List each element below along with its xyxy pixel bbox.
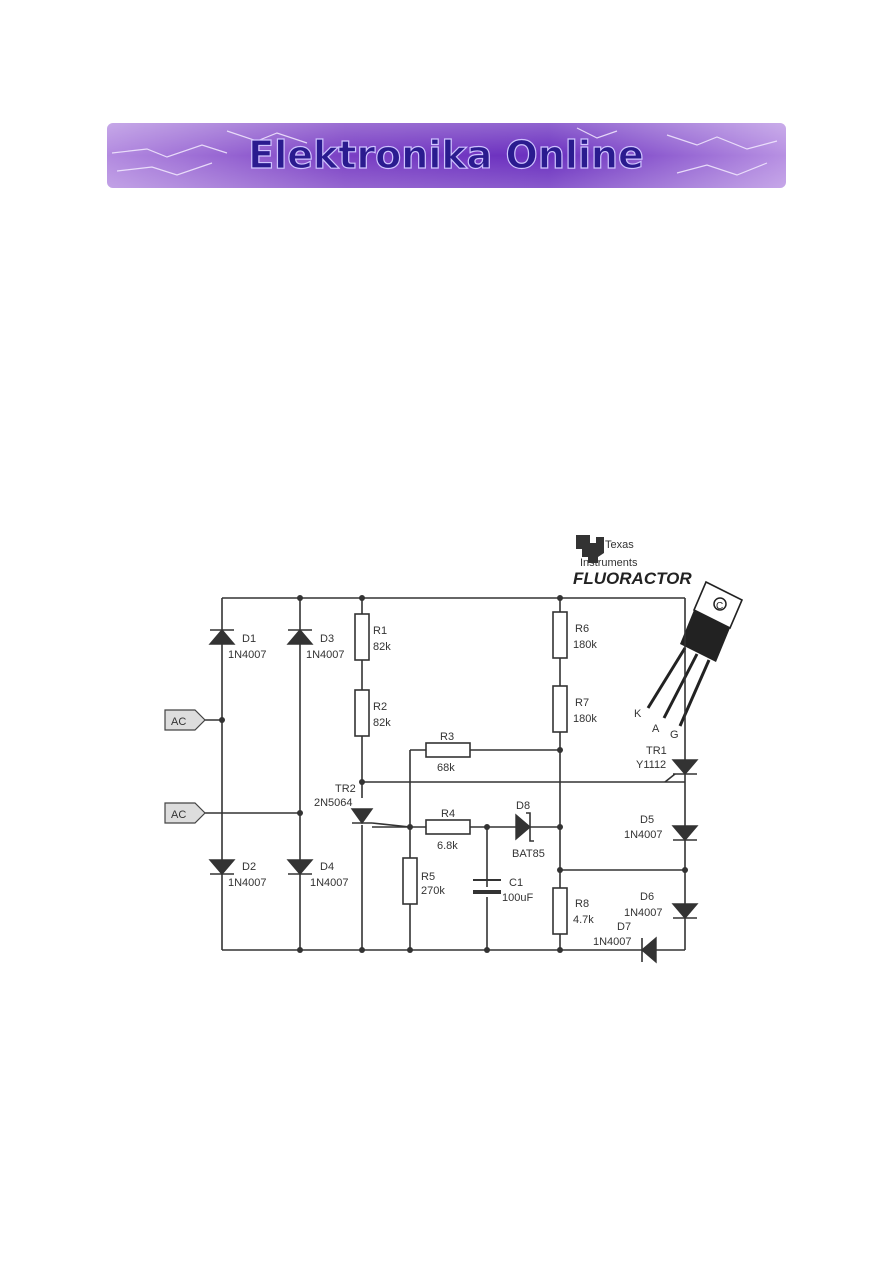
ac-terminal-top: AC (164, 709, 206, 731)
banner-title: Elektronika Online (248, 133, 644, 177)
lightning-decoration (111, 127, 778, 176)
resistor-r7: R7 180k (552, 685, 597, 733)
banner: Elektronika Online (107, 123, 786, 188)
resistor-r8: R8 4.7k (552, 887, 594, 935)
logo-line3: FLUORACTOR (573, 569, 692, 588)
ti-logo-icon (576, 535, 604, 563)
svg-text:4.7k: 4.7k (573, 914, 594, 926)
thyristor-tr2: TR2 2N5064 (314, 783, 411, 828)
svg-text:TR2: TR2 (335, 783, 356, 795)
svg-text:180k: 180k (573, 639, 597, 651)
to220-package-drawing: C K A G (634, 580, 744, 741)
banner-graphic: Elektronika Online (107, 123, 786, 188)
svg-text:1N4007: 1N4007 (593, 936, 632, 948)
resistor-r3: R3 68k (425, 731, 471, 774)
svg-text:270k: 270k (421, 885, 445, 897)
diode-d1: D1 1N4007 (208, 628, 267, 661)
svg-text:Y1112: Y1112 (636, 759, 666, 771)
svg-text:D3: D3 (320, 633, 334, 645)
pin-a-label: A (652, 723, 660, 735)
resistor-r2: R2 82k (354, 689, 391, 737)
diode-d2: D2 1N4007 (208, 859, 267, 889)
svg-text:82k: 82k (373, 717, 391, 729)
svg-text:R7: R7 (575, 697, 589, 709)
junction-dots (219, 595, 688, 953)
svg-text:R6: R6 (575, 623, 589, 635)
ac-terminal-bottom: AC (164, 802, 206, 824)
svg-text:D4: D4 (320, 861, 334, 873)
svg-text:BAT85: BAT85 (512, 848, 545, 860)
svg-text:C1: C1 (509, 877, 523, 889)
diode-d4: D4 1N4007 (286, 859, 349, 889)
svg-text:R8: R8 (575, 898, 589, 910)
svg-text:1N4007: 1N4007 (624, 829, 663, 841)
wires (205, 597, 686, 951)
diode-d8: D8 BAT85 (512, 800, 545, 860)
svg-text:AC: AC (171, 716, 186, 728)
svg-text:D2: D2 (242, 861, 256, 873)
resistor-r4: R4 6.8k (425, 808, 471, 852)
svg-text:82k: 82k (373, 641, 391, 653)
package-badge: C (716, 601, 723, 612)
resistor-r5: R5 270k (402, 857, 445, 905)
circuit-schematic: Texas Instruments FLUORACTOR C K A G (164, 535, 744, 964)
svg-text:6.8k: 6.8k (437, 840, 458, 852)
pin-g-label: G (670, 729, 679, 741)
svg-text:2N5064: 2N5064 (314, 797, 353, 809)
svg-text:R1: R1 (373, 625, 387, 637)
diode-d7: D7 1N4007 (593, 921, 657, 964)
thyristor-tr1: TR1 Y1112 (636, 745, 699, 783)
logo-line1: Texas (605, 539, 634, 551)
diode-d5: D5 1N4007 (624, 814, 699, 842)
svg-text:TR1: TR1 (646, 745, 667, 757)
svg-text:180k: 180k (573, 713, 597, 725)
capacitor-c1: C1 100uF (473, 877, 533, 904)
svg-text:R4: R4 (441, 808, 455, 820)
svg-text:1N4007: 1N4007 (310, 877, 349, 889)
svg-text:R5: R5 (421, 871, 435, 883)
diode-d3: D3 1N4007 (286, 628, 345, 661)
svg-text:1N4007: 1N4007 (228, 877, 267, 889)
svg-text:D7: D7 (617, 921, 631, 933)
diode-d6: D6 1N4007 (624, 891, 699, 920)
resistor-r6: R6 180k (552, 611, 597, 659)
svg-text:D5: D5 (640, 814, 654, 826)
svg-text:AC: AC (171, 809, 186, 821)
svg-text:100uF: 100uF (502, 892, 533, 904)
svg-text:D6: D6 (640, 891, 654, 903)
svg-text:1N4007: 1N4007 (228, 649, 267, 661)
svg-text:1N4007: 1N4007 (624, 907, 663, 919)
svg-text:R2: R2 (373, 701, 387, 713)
pin-k-label: K (634, 708, 642, 720)
svg-text:68k: 68k (437, 762, 455, 774)
svg-text:1N4007: 1N4007 (306, 649, 345, 661)
logo-line2: Instruments (580, 557, 638, 569)
texas-instruments-logo: Texas Instruments FLUORACTOR (573, 535, 692, 588)
resistor-r1: R1 82k (354, 613, 391, 661)
svg-text:D8: D8 (516, 800, 530, 812)
svg-text:D1: D1 (242, 633, 256, 645)
svg-text:R3: R3 (440, 731, 454, 743)
